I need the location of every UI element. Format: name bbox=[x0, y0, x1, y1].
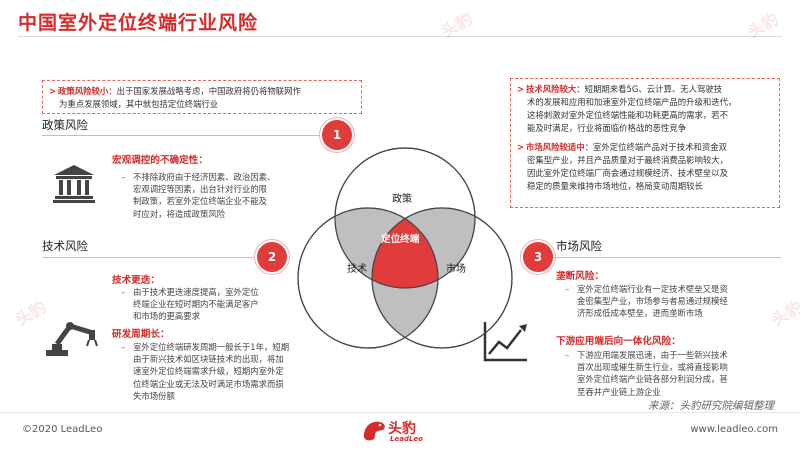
footer-copyright: ©2020 LeadLeo bbox=[22, 424, 103, 435]
tech-market-summary-box: >技术风险较大：短期期来看5G、云计算、无人驾驶技 术的发展和应用和加速室外定位… bbox=[510, 78, 780, 208]
market-summary-line: 因此室外定位终端厂商会通过规模经济、技术壁垒以及 bbox=[527, 168, 728, 178]
market-sub1-line: 金密集型产业，市场参与者易通过规模经 bbox=[577, 296, 728, 307]
market-sub1-line: 室外定位终端行业有一定技术壁垒又是资 bbox=[577, 284, 728, 294]
venn-label-center: 定位终端 bbox=[381, 234, 420, 245]
policy-summary-box: >政策风险较小：出于国家发展战略考虑，中国政府将仍将物联网作 为重点发展领域，其… bbox=[42, 80, 362, 114]
tech-sub2-line: 速室外定位终端需求升级，短期内室外定 bbox=[133, 366, 284, 377]
government-building-icon bbox=[52, 163, 96, 207]
policy-sub-title: 宏观调控的不确定性： bbox=[112, 155, 208, 166]
market-sub1-line: 济形成低成本壁垒，进而垄断市场 bbox=[577, 308, 703, 319]
market-summary-line: 稳定的质量来维持市场地位，格局变动周期较长 bbox=[527, 181, 703, 191]
trend-chart-icon bbox=[483, 320, 529, 366]
venn-label-policy: 政策 bbox=[392, 194, 412, 205]
arrow-icon: > bbox=[517, 142, 525, 152]
tech-sub2-line: 失市场份额 bbox=[133, 390, 175, 401]
tech-section-label: 技术风险 bbox=[42, 239, 88, 253]
market-sub2-line: 首次出现或催生新生行业，或将直接影响 bbox=[577, 362, 728, 373]
market-summary-line: 密集型产业，并且产品质量对于最终消费品影响较大， bbox=[527, 155, 728, 165]
tech-sub2-line: 由于新兴技术如区块链技术的出现，将加 bbox=[133, 354, 284, 365]
leopard-icon bbox=[364, 421, 385, 441]
market-summary-line: 室外定位终端产品对于技术和资金双 bbox=[593, 142, 728, 152]
venn-label-market: 市场 bbox=[446, 264, 466, 275]
footer-divider bbox=[0, 412, 800, 413]
arrow-icon: > bbox=[517, 84, 525, 94]
policy-sub-line: 时应对，将造成政策风险 bbox=[133, 208, 226, 219]
market-section-label: 市场风险 bbox=[556, 239, 602, 253]
policy-number-badge: 1 bbox=[322, 120, 352, 150]
policy-summary-text: 为重点发展领域，其中就包括定位终端行业 bbox=[59, 99, 219, 109]
tech-sub1-line: 和市场的更高要求 bbox=[133, 311, 200, 322]
leadleo-logo: 头豹 LeadLeo bbox=[360, 416, 440, 446]
tech-summary-line: 术的发展和应用和加速室外定位终端产品的升级和迭代， bbox=[527, 97, 737, 107]
market-section-line bbox=[553, 257, 781, 258]
policy-summary-text: 出于国家发展战略考虑，中国政府将仍将物联网作 bbox=[116, 86, 301, 96]
tech-sub1-title: 技术更迭： bbox=[112, 275, 160, 286]
policy-sub-line: 制政策，若室外定位终端企业不能及 bbox=[133, 196, 267, 207]
tech-summary-line: 能及时满足，行业将面临价格战的恶性竞争 bbox=[527, 123, 687, 133]
title-divider bbox=[18, 36, 782, 37]
logo-text-cn: 头豹 bbox=[388, 421, 416, 437]
tech-sub1-line: 终端企业在短时期内不能满足客户 bbox=[133, 299, 259, 310]
market-sub2-text: – 下游应用端发展迅速，由于一些新兴技术 首次出现或催生新生行业，或将直接影响 … bbox=[565, 349, 777, 398]
venn-label-tech: 技术 bbox=[347, 264, 367, 275]
logo-text-en: LeadLeo bbox=[390, 435, 423, 443]
tech-sub1-line: 由于技术更迭速度提高，室外定位 bbox=[133, 287, 259, 297]
page-title: 中国室外定位终端行业风险 bbox=[18, 12, 259, 34]
source-note: 来源：头豹研究院编辑整理 bbox=[648, 400, 774, 412]
market-sub2-line: 下游应用端发展迅速，由于一些新兴技术 bbox=[577, 350, 728, 360]
market-sub2-line: 室外定位终端产业链各部分利润分成，甚 bbox=[577, 374, 728, 385]
policy-sub-line: 不排除政府由于经济因素、政治因素、 bbox=[133, 172, 276, 182]
tech-summary-line: 短期期来看5G、云计算、无人驾驶技 bbox=[584, 84, 723, 94]
arrow-icon: > bbox=[49, 86, 57, 96]
market-sub2-line: 至吞并产业链上游企业 bbox=[577, 386, 661, 397]
tech-summary-title: 技术风险较大： bbox=[526, 84, 585, 94]
tech-sub2-text: – 室外定位终端研发周期一般长于1年，短期 由于新兴技术如区块链技术的出现，将加… bbox=[121, 341, 333, 402]
tech-sub2-line: 室外定位终端研发周期一般长于1年，短期 bbox=[133, 342, 290, 352]
market-sub1-text: – 室外定位终端行业有一定技术壁垒又是资 金密集型产业，市场参与者易通过规模经 … bbox=[565, 283, 777, 320]
tech-sub2-title: 研发周期长： bbox=[112, 329, 170, 340]
tech-number-badge: 2 bbox=[257, 242, 287, 272]
market-sub2-title: 下游应用端后向一体化风险： bbox=[556, 336, 681, 347]
market-summary-title: 市场风险较适中： bbox=[526, 142, 594, 152]
tech-sub1-text: – 由于技术更迭速度提高，室外定位 终端企业在短时期内不能满足客户 和市场的更高… bbox=[121, 286, 303, 323]
tech-summary-line: 这将刺激对室外定位终端性能和功耗更高的需求，若不 bbox=[527, 110, 728, 120]
tech-section-line bbox=[42, 257, 257, 258]
tech-sub2-line: 位终端企业或无法及时满足市场需求而损 bbox=[133, 378, 284, 389]
policy-section-label: 政策风险 bbox=[42, 118, 88, 132]
policy-sub-line: 宏观调控等因素，出台针对行业的限 bbox=[133, 184, 267, 195]
venn-diagram: 政策 技术 市场 定位终端 bbox=[290, 140, 520, 370]
policy-sub-text: – 不排除政府由于经济因素、政治因素、 宏观调控等因素，出台针对行业的限 制政策… bbox=[121, 171, 305, 220]
policy-section-line bbox=[42, 135, 322, 136]
policy-summary-title: 政策风险较小： bbox=[58, 86, 117, 96]
robot-arm-icon bbox=[42, 316, 102, 362]
market-number-badge: 3 bbox=[523, 242, 553, 272]
market-sub1-title: 垄断风险： bbox=[556, 271, 604, 282]
footer-website[interactable]: www.leadleo.com bbox=[690, 424, 778, 435]
